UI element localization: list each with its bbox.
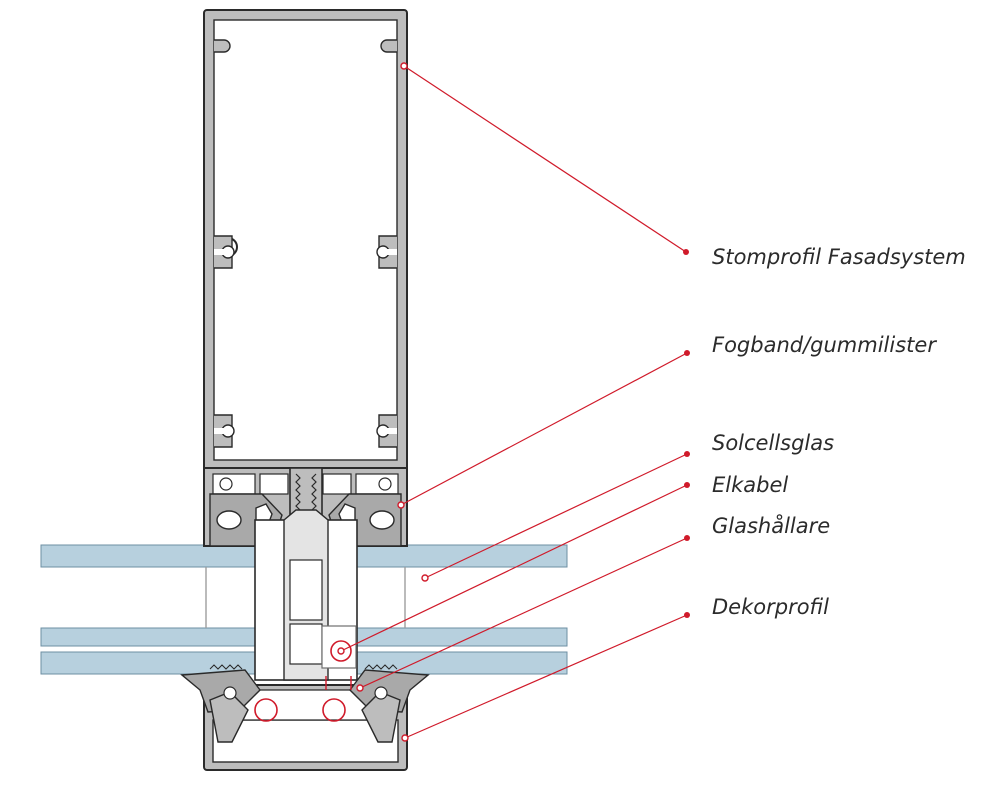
label-elkabel: Elkabel — [712, 473, 788, 497]
label-stomprofil: Stomprofil Fasadsystem — [712, 245, 966, 269]
dekorprofil-shape — [180, 640, 430, 771]
label-solcellsglas: Solcellsglas — [712, 431, 834, 455]
label-glashallare: Glashållare — [712, 513, 830, 538]
label-dekorprofil: Dekorprofil — [712, 595, 829, 619]
label-fogband: Fogband/gummilister — [712, 333, 937, 357]
stomprofil-shape — [203, 9, 408, 471]
labels: Stomprofil Fasadsystem Fogband/gummilist… — [712, 245, 966, 619]
leader-lines — [337, 62, 690, 742]
